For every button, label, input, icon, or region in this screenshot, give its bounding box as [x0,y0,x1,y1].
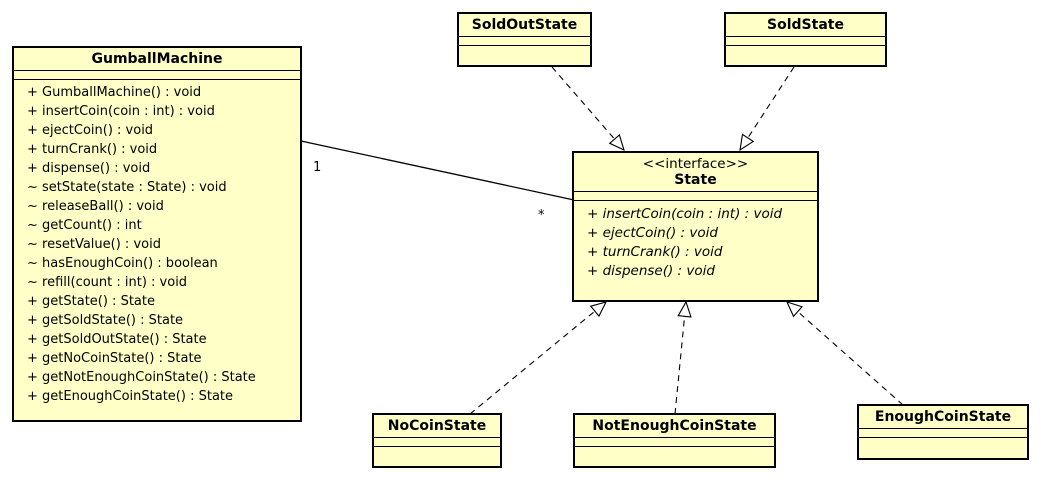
class-gumball-machine[interactable]: GumballMachine + GumballMachine() : void… [12,46,302,422]
operation: + getEnoughCoinState() : State [27,389,234,404]
attributes-compartment [374,438,500,447]
operation: + getSoldOutState() : State [27,332,207,347]
attributes-compartment [575,438,774,447]
class-name: SoldState [726,14,885,37]
operations-compartment: + GumballMachine() : void + insertCoin(c… [14,80,300,410]
interface-state[interactable]: <<interface>> State + insertCoin(coin : … [572,151,819,302]
class-name: NoCoinState [374,415,500,438]
attributes-compartment [459,37,590,46]
operation: + getState() : State [27,294,155,309]
class-enough-coin-state[interactable]: EnoughCoinState [857,404,1029,460]
operation: ~ hasEnoughCoin() : boolean [27,256,218,271]
multiplicity-target: * [538,208,545,223]
operation: + getNotEnoughCoinState() : State [27,370,256,385]
stereotype-label: <<interface>> [642,156,749,172]
operations-compartment [374,447,500,455]
class-name: GumballMachine [14,48,300,71]
interface-header: <<interface>> State [574,153,817,192]
attributes-compartment [574,192,817,201]
abstract-operation: + ejectCoin() : void [587,225,718,241]
operation: ~ refill(count : int) : void [27,275,188,290]
operation: + getSoldState() : State [27,313,184,328]
class-not-enough-coin-state[interactable]: NotEnoughCoinState [573,413,776,468]
operation: + dispense() : void [27,161,151,176]
operations-compartment [575,447,774,455]
realization-enough [787,302,904,406]
class-sold-out-state[interactable]: SoldOutState [457,12,592,67]
operations-compartment [726,46,885,54]
class-name: EnoughCoinState [859,406,1027,429]
abstract-operation: + dispense() : void [587,263,715,279]
operation: + ejectCoin() : void [27,123,154,138]
operation: ~ setState(state : State) : void [27,180,227,195]
class-sold-state[interactable]: SoldState [724,12,887,67]
realization-nocoin [469,302,606,415]
abstract-operation: + insertCoin(coin : int) : void [587,206,783,222]
operations-compartment [859,438,1027,446]
operation: ~ releaseBall() : void [27,199,164,214]
realization-soldout [551,66,624,150]
operation: ~ resetValue() : void [27,237,161,252]
operation: + GumballMachine() : void [27,85,202,100]
attributes-compartment [726,37,885,46]
operation: + getNoCoinState() : State [27,351,202,366]
realization-sold [740,66,795,150]
class-name: State [674,172,717,188]
association-gumball-state [300,140,575,201]
realization-notenough [674,302,686,415]
abstract-operation: + turnCrank() : void [587,244,723,260]
operations-compartment [459,46,590,54]
multiplicity-source: 1 [313,160,322,175]
operations-compartment: + insertCoin(coin : int) : void + ejectC… [574,201,817,285]
operation: + insertCoin(coin : int) : void [27,104,215,119]
operation: ~ getCount() : int [27,218,142,233]
operation: + turnCrank() : void [27,142,158,157]
class-name: NotEnoughCoinState [575,415,774,438]
class-name: SoldOutState [459,14,590,37]
class-no-coin-state[interactable]: NoCoinState [372,413,502,468]
attributes-compartment [859,429,1027,438]
attributes-compartment [14,71,300,80]
